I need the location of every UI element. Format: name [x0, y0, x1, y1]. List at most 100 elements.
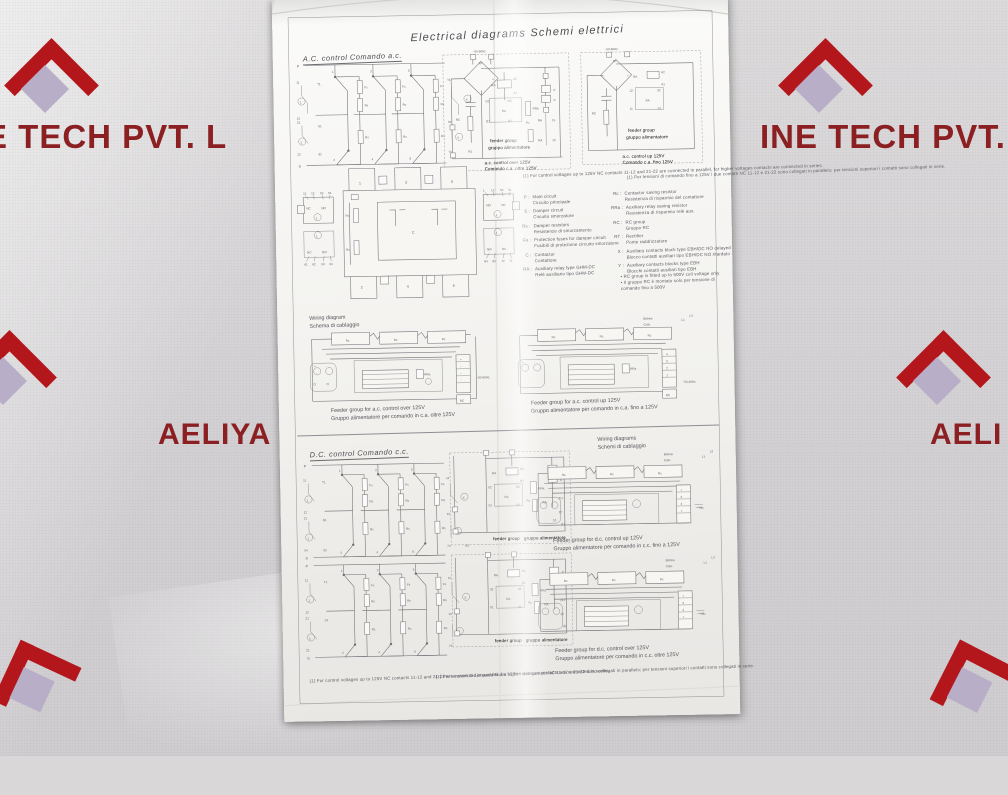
svg-text:RC: RC — [592, 111, 597, 115]
svg-text:L3: L3 — [491, 188, 495, 192]
svg-text:3: 3 — [377, 568, 379, 572]
svg-text:L1: L1 — [702, 455, 706, 459]
legend-symbol: RT : — [612, 234, 623, 246]
svg-text:NO: NO — [322, 250, 327, 254]
svg-text:gruppo alimentatore: gruppo alimentatore — [488, 145, 530, 151]
svg-text:02: 02 — [657, 88, 661, 92]
svg-text:5: 5 — [411, 468, 413, 472]
svg-text:6: 6 — [453, 284, 455, 288]
svg-text:Rc: Rc — [660, 577, 664, 581]
svg-text:NC: NC — [502, 247, 507, 251]
svg-text:O1: O1 — [486, 119, 490, 123]
svg-text:Rs: Rs — [346, 248, 350, 252]
svg-text:Rs: Rs — [403, 103, 407, 107]
brand-chevron-icon — [0, 330, 38, 402]
svg-text:Rs: Rs — [444, 626, 448, 630]
svg-text:Coils: Coils — [666, 564, 673, 568]
svg-text:S1: S1 — [325, 618, 329, 622]
svg-text:1: 1 — [307, 498, 309, 502]
svg-text:A2: A2 — [522, 569, 526, 573]
ac-feeder-up-125v-schematic: ~50-60Hz RT ~ + RC RA A2 A1 12- — [579, 47, 705, 171]
svg-text:L1: L1 — [681, 318, 685, 322]
svg-text:Fs: Fs — [371, 583, 375, 587]
svg-text:Rs: Rs — [405, 499, 409, 503]
svg-text:Rc: Rc — [442, 337, 446, 341]
svg-text:+: + — [681, 509, 683, 513]
svg-text:02: 02 — [488, 485, 492, 489]
svg-text:71: 71 — [509, 259, 513, 263]
svg-text:O2: O2 — [485, 99, 489, 103]
svg-text:1: 1 — [359, 182, 361, 186]
svg-text:01: 01 — [658, 106, 662, 110]
svg-text:2: 2 — [361, 285, 363, 289]
svg-text:+: + — [314, 364, 316, 368]
svg-text:Fs: Fs — [441, 482, 445, 486]
svg-text:11-: 11- — [552, 118, 556, 122]
svg-text:Rs: Rs — [365, 103, 369, 107]
svg-text:P: P — [304, 464, 307, 468]
svg-text:Rc: Rc — [526, 499, 530, 503]
svg-text:12-: 12- — [552, 138, 556, 142]
svg-text:Rs: Rs — [408, 627, 412, 631]
contactor-outline-drawing: 1 3 5 2 4 6 C Rs Rs — [303, 166, 515, 300]
svg-text:S: S — [307, 656, 310, 660]
svg-text:C: C — [412, 231, 415, 235]
svg-text:+: + — [492, 77, 494, 81]
svg-text:a.c. control over 125V: a.c. control over 125V — [485, 160, 531, 166]
svg-text:Rs: Rs — [371, 599, 375, 603]
svg-text:03: 03 — [518, 587, 522, 591]
svg-text:1: 1 — [307, 536, 309, 540]
svg-text:L: L — [483, 188, 485, 192]
svg-text:Rs: Rs — [441, 498, 445, 502]
svg-text:T1: T1 — [317, 82, 321, 86]
svg-text:12: 12 — [311, 191, 315, 195]
svg-text:RA: RA — [633, 75, 637, 79]
svg-text:Rs: Rs — [369, 499, 373, 503]
svg-text:3: 3 — [405, 181, 407, 185]
brand-chevron-icon — [8, 38, 80, 110]
svg-text:Rc: Rc — [648, 333, 652, 337]
svg-text:RA: RA — [491, 83, 495, 87]
svg-text:O: O — [326, 382, 329, 386]
svg-text:21: 21 — [297, 121, 301, 125]
svg-text:Rc: Rc — [394, 338, 398, 342]
svg-text:L3: L3 — [689, 314, 693, 318]
svg-text:Rc: Rc — [600, 334, 604, 338]
svg-text:Rs: Rs — [403, 135, 407, 139]
svg-text:1: 1 — [300, 141, 302, 145]
svg-text:Fs: Fs — [443, 582, 447, 586]
ac-wiring-over-125v: Rc Rc Rc + - O O — [299, 324, 496, 413]
svg-text:L1: L1 — [704, 561, 708, 565]
svg-text:Rs: Rs — [345, 214, 349, 218]
svg-text:51: 51 — [508, 188, 512, 192]
svg-text:A1: A1 — [522, 581, 526, 585]
datasheet-paper: Electrical diagrams Schemi elettrici A.C… — [272, 0, 741, 722]
svg-text:Fs: Fs — [405, 483, 409, 487]
svg-text:Rs: Rs — [407, 599, 411, 603]
svg-text:01: 01 — [517, 503, 521, 507]
ac-wiring-up-125v: Bobine Coils L3 L1 Rc Rc Rc + - — [515, 312, 712, 401]
dc-wiring-up-125v: Bobine Coils L3 L1 Rc Rc Rc — [536, 448, 727, 533]
svg-text:1: 1 — [332, 70, 334, 74]
svg-text:22: 22 — [297, 153, 301, 157]
legend-symbol: RC : — [611, 220, 622, 232]
svg-text:6: 6 — [409, 157, 411, 161]
svg-text:6: 6 — [414, 650, 416, 654]
svg-text:+: + — [680, 488, 682, 492]
svg-text:Fs: Fs — [364, 85, 368, 89]
svg-text:Bobine: Bobine — [643, 316, 653, 320]
svg-text:1: 1 — [339, 469, 341, 473]
svg-text:RA: RA — [494, 573, 498, 577]
svg-text:84: 84 — [484, 259, 488, 263]
svg-text:03: 03 — [516, 485, 520, 489]
watermark-text: INE TECH PVT. L — [0, 118, 227, 156]
